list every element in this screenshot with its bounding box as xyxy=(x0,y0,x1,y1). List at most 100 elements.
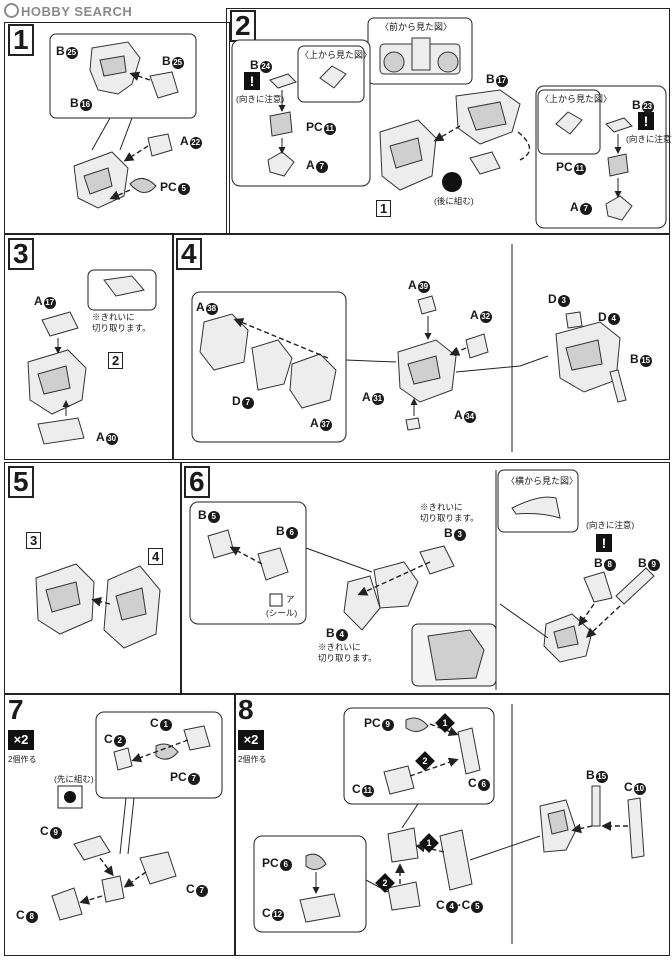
s7-c2-letter: C xyxy=(104,732,113,746)
s4-a34-letter: A xyxy=(454,408,463,422)
s7-part-c1 xyxy=(183,725,211,751)
s6-seal-label: (シール) xyxy=(266,608,298,618)
s4-d4-num: 4 xyxy=(607,313,620,325)
s6-side-view-label: 〈横から見た図〉 xyxy=(506,476,579,486)
s3-part-a30 xyxy=(37,417,85,445)
s2-part-b24 xyxy=(269,73,297,89)
s2-top-view-label-right: 〈上から見た図〉 xyxy=(540,94,613,104)
s6-b4-num: 4 xyxy=(335,629,348,641)
s5-ref-3: 3 xyxy=(26,532,42,549)
s4-b15-letter: B xyxy=(630,352,639,366)
s7-part-c2 xyxy=(113,747,133,771)
s7-first-assemble-icon xyxy=(64,791,76,803)
s8-part-pc6 xyxy=(305,853,327,870)
watermark-text: HOBBY SEARCH xyxy=(21,4,133,19)
s8-pc6-letter: PC xyxy=(262,856,279,870)
s8-part-c12 xyxy=(299,893,341,923)
s8-make-two-note: 2個作る xyxy=(238,755,267,764)
step-6-panel xyxy=(180,462,670,694)
s4-a31-num: 31 xyxy=(371,393,384,405)
s6-box-arrow xyxy=(229,546,263,565)
s4-a34-num: 34 xyxy=(463,411,476,423)
s6-orient-note: (向きに注意) xyxy=(586,520,635,530)
step-number-2: 2 xyxy=(230,10,256,42)
s4-a39-num: 39 xyxy=(417,281,430,293)
s8-sequence-1-lower: 1 xyxy=(419,833,439,853)
s1-part-a22 xyxy=(147,133,173,157)
s4-waist-part xyxy=(397,339,457,403)
s1-b25b-letter: B xyxy=(162,54,171,68)
s2-front-view-part xyxy=(379,37,461,75)
s8-leg-upper xyxy=(387,827,419,863)
s7-make-two-badge: ×2 xyxy=(8,730,34,750)
s6-head-part xyxy=(373,561,419,609)
s2-body-part xyxy=(379,119,437,191)
step-7-panel xyxy=(4,694,236,956)
s6-b8-letter: B xyxy=(594,556,603,570)
s6-b9-num: 9 xyxy=(647,559,660,571)
s1-a22-num: 22 xyxy=(189,137,202,149)
s6-box-connector xyxy=(305,547,373,573)
step-number-7: 7 xyxy=(8,694,24,725)
s6-cut-note-2: ※きれいに 切り取ります。 xyxy=(318,642,377,663)
s2-warning-icon-left: ! xyxy=(244,72,260,90)
s2-front-view-label: 〈前から見た図〉 xyxy=(380,22,453,32)
s6-b6-letter: B xyxy=(276,524,285,538)
s5-assembly-4 xyxy=(103,565,161,649)
s1-part-b25 xyxy=(149,71,179,99)
s7-part-pc7 xyxy=(155,743,179,760)
s2-after-note: (後に組む) xyxy=(434,196,474,206)
s4-arrow-a32 xyxy=(449,346,467,356)
s4-assembled-part xyxy=(555,321,621,393)
s8-part-b15 xyxy=(591,785,601,827)
s4-part-d3 xyxy=(565,311,583,329)
s6-cut-note-1: ※きれいに 切り取ります。 xyxy=(420,502,479,523)
step-number-1: 1 xyxy=(8,24,34,56)
s6-arrow-b9 xyxy=(585,605,621,638)
step-number-3: 3 xyxy=(8,238,34,270)
s8-seq2-upper-text: 2 xyxy=(422,756,428,766)
s6-arrow-main xyxy=(357,561,431,596)
s8-seq1-upper-text: 1 xyxy=(442,718,448,728)
s6-side-view-part xyxy=(511,496,561,519)
s4-part-d7 xyxy=(251,339,293,391)
s4-a32-letter: A xyxy=(470,308,479,322)
s6-part-b9 xyxy=(615,567,655,605)
s7-hip-part xyxy=(101,875,125,903)
s6-b3-letter: B xyxy=(444,526,453,540)
s6-b5-num: 5 xyxy=(207,511,220,523)
s2-b23-letter: B xyxy=(632,98,641,112)
s6-part-b8 xyxy=(583,571,613,603)
step-1-panel xyxy=(4,22,230,234)
s8-c6-letter: C xyxy=(468,776,477,790)
s8-c45-letter-b: C xyxy=(461,898,471,912)
s1-pc5-num: 5 xyxy=(177,183,190,195)
s7-box-connector xyxy=(119,797,135,855)
s4-a38-num: 38 xyxy=(205,303,218,315)
s4-part-b15 xyxy=(609,369,627,403)
s2-b24-letter: B xyxy=(250,58,259,72)
s6-part-b6 xyxy=(257,547,289,581)
s8-part-c45 xyxy=(439,829,473,891)
s7-part-c9 xyxy=(73,835,111,861)
s2-part-pc11-left xyxy=(269,111,293,137)
s8-c11-num: 11 xyxy=(361,785,374,797)
s7-c9-letter: C xyxy=(40,824,49,838)
s6-arrow-b8 xyxy=(578,603,595,627)
s6-b5-letter: B xyxy=(198,508,207,522)
s3-ref-2: 2 xyxy=(108,352,124,369)
s8-sequence-1-upper: 1 xyxy=(435,713,455,733)
